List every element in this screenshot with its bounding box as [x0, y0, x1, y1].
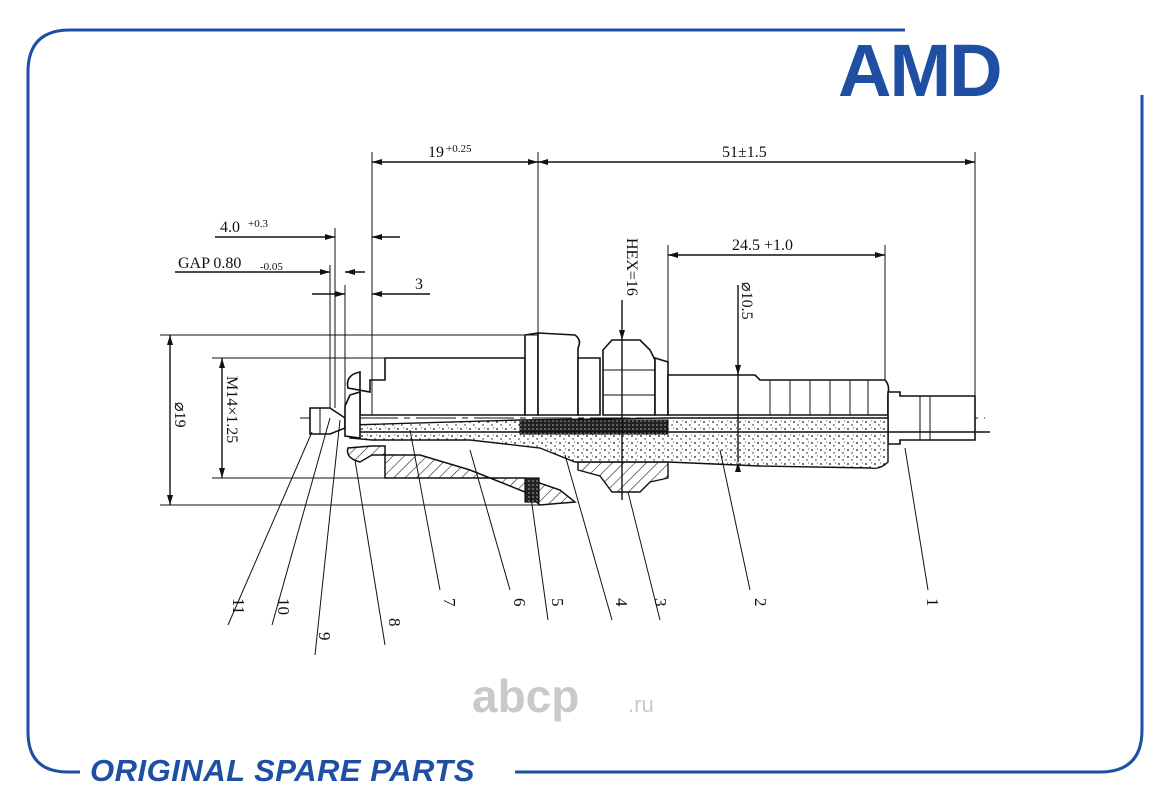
shell-upper	[346, 357, 526, 416]
seal-packing	[519, 419, 669, 435]
part-number-9: 9	[315, 632, 334, 641]
part-number-11: 11	[229, 598, 248, 614]
dimension-labels: 19 +0.25 51±1.5 4.0 +0.3 GAP 0.80 -0.05 …	[171, 143, 793, 443]
hex-lower	[577, 461, 669, 493]
dim-3: 3	[415, 276, 423, 293]
insulator-section	[349, 417, 889, 470]
dim-24-5: 24.5 +1.0	[732, 237, 793, 254]
terminal-nut	[887, 391, 976, 445]
ground-electrode	[344, 390, 361, 439]
watermark-suffix: .ru	[628, 692, 654, 717]
part-number-7: 7	[440, 598, 459, 607]
part-numbers: 1 2 3 4 5 6 7 8 9 10 11	[229, 598, 942, 641]
shell-lower	[346, 445, 577, 506]
insulator-upper	[667, 374, 890, 416]
dim-hex: HEX=16	[623, 238, 640, 296]
flange-top	[537, 332, 581, 416]
dim-19-tol: +0.25	[446, 143, 472, 155]
part-number-2: 2	[751, 598, 770, 607]
dim-dia-19: ⌀19	[171, 402, 188, 428]
dim-dia-10-5: ⌀10.5	[738, 282, 755, 320]
frame-border	[26, 28, 1144, 774]
shell-neck	[577, 357, 601, 416]
dim-4: 4.0	[220, 219, 240, 236]
spark-plug	[300, 332, 990, 506]
part-number-1: 1	[923, 598, 942, 607]
part-number-3: 3	[651, 598, 670, 607]
logo-text: AMD	[838, 29, 1001, 112]
part-number-4: 4	[612, 598, 631, 607]
gasket-ring	[524, 477, 540, 503]
hex-shoulder	[654, 356, 669, 416]
insulator-ribs-upper	[769, 380, 869, 415]
dim-gap: GAP 0.80	[178, 255, 241, 272]
dim-19: 19	[428, 144, 444, 161]
dimension-lines	[160, 152, 976, 506]
amd-logo: AMD	[838, 29, 1003, 112]
dim-gap-tol: -0.05	[260, 261, 283, 273]
leader-lines	[227, 417, 929, 656]
part-number-6: 6	[510, 598, 529, 607]
part-number-5: 5	[548, 598, 567, 607]
hex-nut	[602, 339, 656, 416]
flange-top-left	[524, 332, 539, 416]
dim-4-tol: +0.3	[248, 218, 268, 230]
watermark-main: abcp	[472, 670, 579, 722]
part-number-8: 8	[385, 618, 404, 627]
tagline: ORIGINAL SPARE PARTS	[90, 753, 475, 788]
dim-thread: M14×1.25	[223, 376, 240, 443]
dim-51: 51±1.5	[722, 144, 767, 161]
watermark: abcp .ru	[472, 670, 654, 722]
part-number-10: 10	[274, 598, 293, 615]
